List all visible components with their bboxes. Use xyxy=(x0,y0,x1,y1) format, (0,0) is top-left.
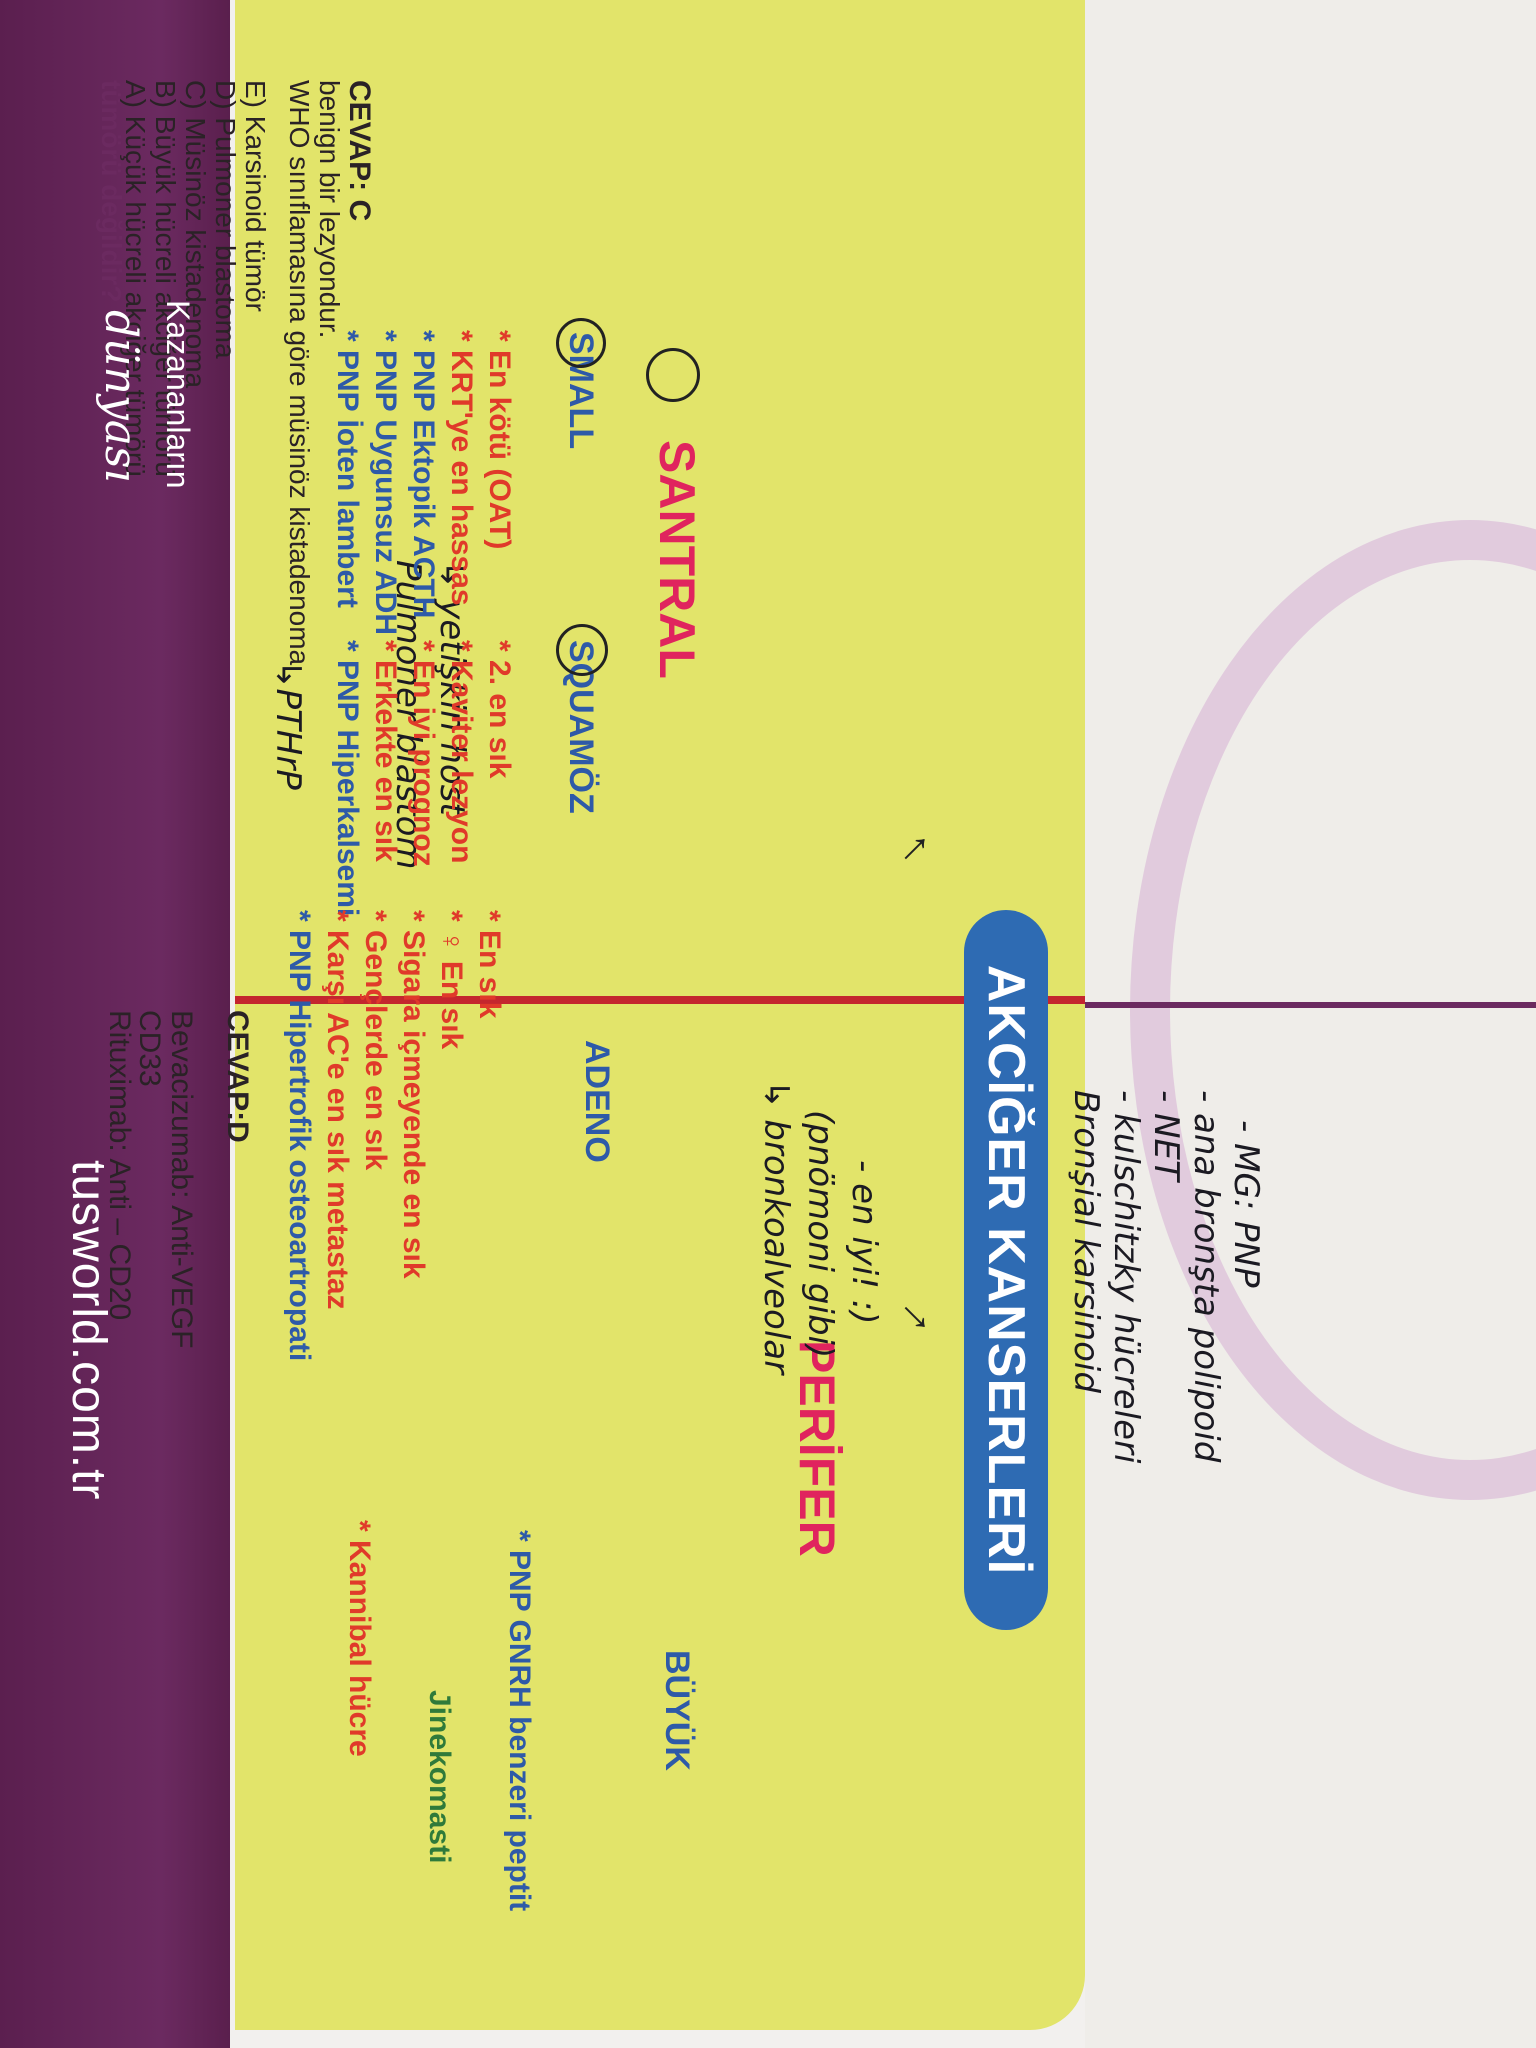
adeno-item: * Karşı AC'e en sık metastaz xyxy=(321,910,354,1310)
footer-band xyxy=(0,0,230,2048)
squamoz-item: * Erkekte en sık xyxy=(369,640,402,862)
small-item: * PNP Uygunsuz ADH xyxy=(369,330,402,636)
small-item: * PNP İoten lambert xyxy=(331,330,364,608)
small-item: * PNP Ektopik ACTH xyxy=(407,330,440,619)
option-d: D) Pulmoner blastoma xyxy=(210,80,241,359)
bevacizumab-text: Bevacizumab: Anti-VEGF xyxy=(165,1010,198,1349)
adeno-item: * Gençlerde en sık xyxy=(359,910,392,1171)
squamoz-item: * 2. en sık xyxy=(483,640,516,779)
drug-answer-label: CEVAP:D xyxy=(221,1010,254,1143)
squamoz-item: * En iyi prognoz xyxy=(407,640,440,867)
explanation-line-1: WHO sınıflamasına göre müsinöz kistadeno… xyxy=(284,80,315,666)
explanation-line-2: benign bir lezyondur. xyxy=(314,80,345,339)
divider-line-top xyxy=(1085,1002,1536,1008)
handwritten-bronsial: - MG: PNP xyxy=(1226,1120,1266,1288)
answer-label: CEVAP: C xyxy=(343,80,376,222)
adeno-item: * En sık xyxy=(473,910,506,1019)
buyuk-item: Jinekomasti xyxy=(423,1690,456,1864)
handwritten-adeno-note: ↳ bronkoalveolar xyxy=(756,1080,796,1375)
handwritten-bronsial: - kulschitzky hücreleri xyxy=(1106,1090,1146,1464)
summary-card xyxy=(235,0,1085,2030)
footer-url: tusworld.com.tr xyxy=(62,1160,115,1501)
squamoz-item: * Kaviter lezyon xyxy=(445,640,478,864)
arrow-icon: ← xyxy=(874,1288,944,1358)
handwritten-adeno-note: - en iyi! :) xyxy=(844,1160,884,1325)
perifer-heading: PERİFER xyxy=(789,1340,845,1557)
divider-line xyxy=(235,996,1085,1004)
buyuk-heading: BÜYÜK xyxy=(658,1650,696,1771)
adeno-heading: ADENO xyxy=(578,1040,616,1163)
buyuk-item: * Kannibal hücre xyxy=(343,1520,376,1757)
circle-annotation xyxy=(556,624,608,676)
handwritten-bronsial: - NET xyxy=(1146,1090,1186,1181)
squamoz-item: * PNP Hiperkalsemi xyxy=(331,640,364,917)
option-e: E) Karsinoid tümör xyxy=(240,80,271,312)
circle-annotation xyxy=(646,348,700,402)
chart-title: AKCİĞER KANSERLERİ xyxy=(964,910,1048,1630)
handwritten-bronsial: Bronşial karsinoid xyxy=(1066,1090,1106,1393)
small-item: * KRT'ye en hassas xyxy=(445,330,478,606)
adeno-item: * Sigara içmeyende en sık xyxy=(397,910,430,1279)
arrow-icon: → xyxy=(874,808,944,878)
cd33-text: CD33 xyxy=(133,1010,166,1087)
handwritten-bronsial: - ana bronşta polipoid xyxy=(1186,1090,1226,1463)
adeno-item: * ♀ En sık xyxy=(435,910,468,1050)
circle-annotation xyxy=(556,318,606,368)
adeno-item: * PNP Hipertrofik osteoartropati xyxy=(283,910,316,1362)
buyuk-item: * PNP GNRH benzeri peptit xyxy=(503,1530,536,1912)
handwritten-pthrp: ↳PTHrP xyxy=(268,660,308,790)
santral-heading: SANTRAL xyxy=(649,440,705,679)
footer-brand: Kazananların xyxy=(160,300,196,489)
footer-brand-script: dünyası xyxy=(95,310,146,483)
handwritten-adeno-note: (pnömoni gibi) xyxy=(800,1110,840,1359)
small-item: * En kötü (OAT) xyxy=(483,330,516,550)
